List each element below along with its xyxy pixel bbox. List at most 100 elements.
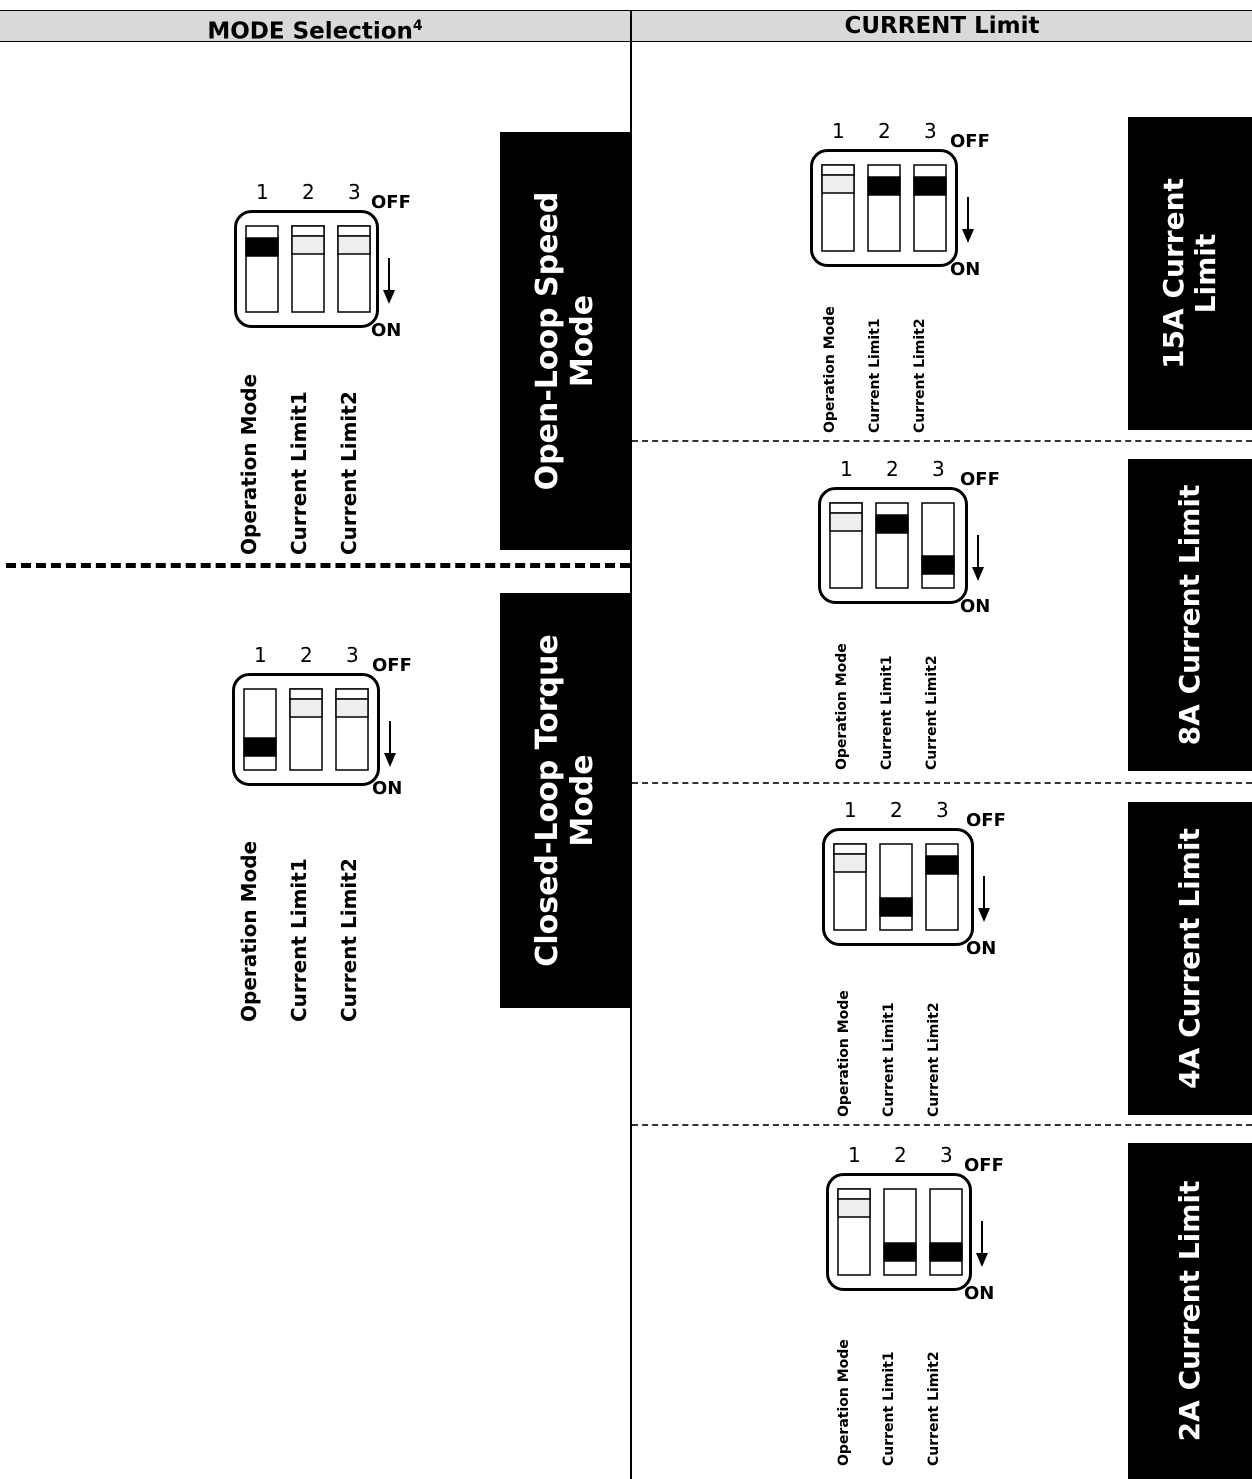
mode-row-divider (6, 563, 630, 568)
mode-2-slot-2-cap (289, 688, 323, 700)
current-2-dip-label-3: Current Limit2 (924, 655, 940, 770)
current-limit-title: CURRENT Limit (844, 13, 1040, 39)
current-1-slot-1-knob-unset (821, 174, 855, 194)
current-1-slot-2-knob-off (867, 176, 901, 196)
current-1-switch-number-2: 2 (878, 119, 891, 143)
current-1-switch-number-1: 1 (832, 119, 845, 143)
mode-2-slot-2-knob-unset (289, 698, 323, 718)
current-2-slot-2-knob-off (875, 514, 909, 534)
mode-2-dip-label-3: Current Limit2 (337, 858, 361, 1022)
current-3-on-label: ON (966, 938, 997, 959)
current-1-slot-1-cap (821, 164, 855, 176)
mode-2-off-label: OFF (372, 655, 412, 676)
current-2-slot-3-knob-on (921, 555, 955, 575)
current-1-dip-switch (810, 149, 958, 267)
mode-2-dip-label-1: Operation Mode (237, 840, 261, 1022)
current-1-down-arrow-icon (962, 197, 974, 243)
current-2-switch-body (818, 487, 968, 604)
current-3-dip-label-1: Operation Mode (836, 990, 852, 1117)
mode-1-slot-3-cap (337, 225, 371, 237)
current-1-switch-body (810, 149, 958, 267)
mode-1-on-label: ON (371, 320, 402, 341)
mode-2-dip-switch (232, 673, 380, 786)
current-4-off-label: OFF (964, 1155, 1004, 1176)
mode-selection-header: MODE Selection4 (0, 10, 630, 45)
current-1-dip-label-1: Operation Mode (822, 306, 838, 433)
current-4-switch-body (826, 1173, 972, 1291)
mode-1-dip-switch (234, 210, 379, 328)
current-row-divider-3 (632, 1124, 1252, 1126)
current-2-down-arrow-icon (972, 535, 984, 581)
current-4-slot-3 (929, 1188, 963, 1276)
current-2-title: 8A Current Limit (1173, 467, 1206, 763)
mode-1-title-line-1: Open-Loop Speed (529, 191, 565, 491)
mode-1-slot-2-cap (291, 225, 325, 237)
current-4-down-arrow-icon (976, 1221, 988, 1267)
mode-1-down-arrow-icon (383, 258, 395, 304)
mode-1-title-box (500, 132, 630, 550)
mode-2-title-line-2: Mode (564, 754, 599, 847)
current-2-on-label: ON (960, 596, 991, 617)
current-1-title-box (1128, 117, 1252, 430)
current-3-switch-number-2: 2 (890, 798, 903, 822)
current-4-switch-number-1: 1 (848, 1143, 861, 1167)
current-4-slot-2 (883, 1188, 917, 1276)
current-3-switch-number-3: 3 (936, 798, 949, 822)
current-4-dip-label-1: Operation Mode (836, 1339, 852, 1466)
current-4-title-line-1: 2A Current Limit (1172, 1180, 1206, 1442)
mode-2-title-line-1: Closed-Loop Torque (529, 634, 565, 967)
current-1-dip-label-3: Current Limit2 (912, 318, 928, 433)
current-2-title-box (1128, 459, 1252, 771)
mode-1-title-line-2: Mode (564, 294, 599, 388)
current-2-dip-label-1: Operation Mode (834, 643, 850, 770)
current-4-dip-label-3: Current Limit2 (926, 1351, 942, 1466)
current-3-title: 4A Current Limit (1173, 810, 1206, 1107)
current-3-slot-1-cap (833, 843, 867, 855)
current-1-slot-3-knob-off (913, 176, 947, 196)
current-4-title: 2A Current Limit (1172, 1151, 1206, 1471)
current-1-title-line-2: Limit (1188, 233, 1222, 314)
current-1-dip-label-2: Current Limit1 (867, 318, 883, 433)
mode-2-slot-3-cap (335, 688, 369, 700)
column-divider (630, 10, 632, 1479)
mode-2-dip-label-2: Current Limit1 (287, 858, 311, 1022)
mode-1-switch-number-2: 2 (302, 180, 315, 204)
current-4-on-label: ON (964, 1283, 995, 1304)
current-4-slot-1-knob-unset (837, 1198, 871, 1218)
mode-2-slot-3-knob-unset (335, 698, 369, 718)
current-2-switch-number-1: 1 (840, 457, 853, 481)
current-2-off-label: OFF (960, 469, 1000, 490)
current-2-switch-number-3: 3 (932, 457, 945, 481)
current-1-off-label: OFF (950, 131, 990, 152)
current-row-divider-1 (632, 440, 1252, 442)
current-row-divider-2 (632, 782, 1252, 784)
current-3-switch-body (822, 828, 974, 946)
current-4-switch-number-2: 2 (894, 1143, 907, 1167)
mode-2-title-box (500, 593, 630, 1008)
mode-2-switch-number-1: 1 (254, 643, 267, 667)
current-4-dip-switch (826, 1173, 972, 1291)
current-4-slot-2-knob-on (883, 1242, 917, 1262)
mode-1-dip-label-2: Current Limit1 (287, 391, 311, 555)
current-3-dip-label-3: Current Limit2 (926, 1002, 942, 1117)
current-3-slot-2-knob-on (879, 897, 913, 917)
current-limit-header: CURRENT Limit (632, 10, 1252, 42)
footnote-marker: 4 (412, 18, 423, 34)
current-4-switch-number-3: 3 (940, 1143, 953, 1167)
current-3-dip-switch (822, 828, 974, 946)
current-4-slot-3-knob-on (929, 1242, 963, 1262)
current-2-dip-label-2: Current Limit1 (879, 655, 895, 770)
mode-1-slot-1-knob-off (245, 237, 279, 257)
current-4-slot-1-cap (837, 1188, 871, 1200)
current-2-slot-1-knob-unset (829, 512, 863, 532)
current-2-switch-number-2: 2 (886, 457, 899, 481)
mode-1-dip-label-3: Current Limit2 (337, 391, 361, 555)
mode-2-switch-body (232, 673, 380, 786)
mode-2-slot-1 (243, 688, 277, 771)
mode-2-switch-number-3: 3 (346, 643, 359, 667)
current-3-switch-number-1: 1 (844, 798, 857, 822)
